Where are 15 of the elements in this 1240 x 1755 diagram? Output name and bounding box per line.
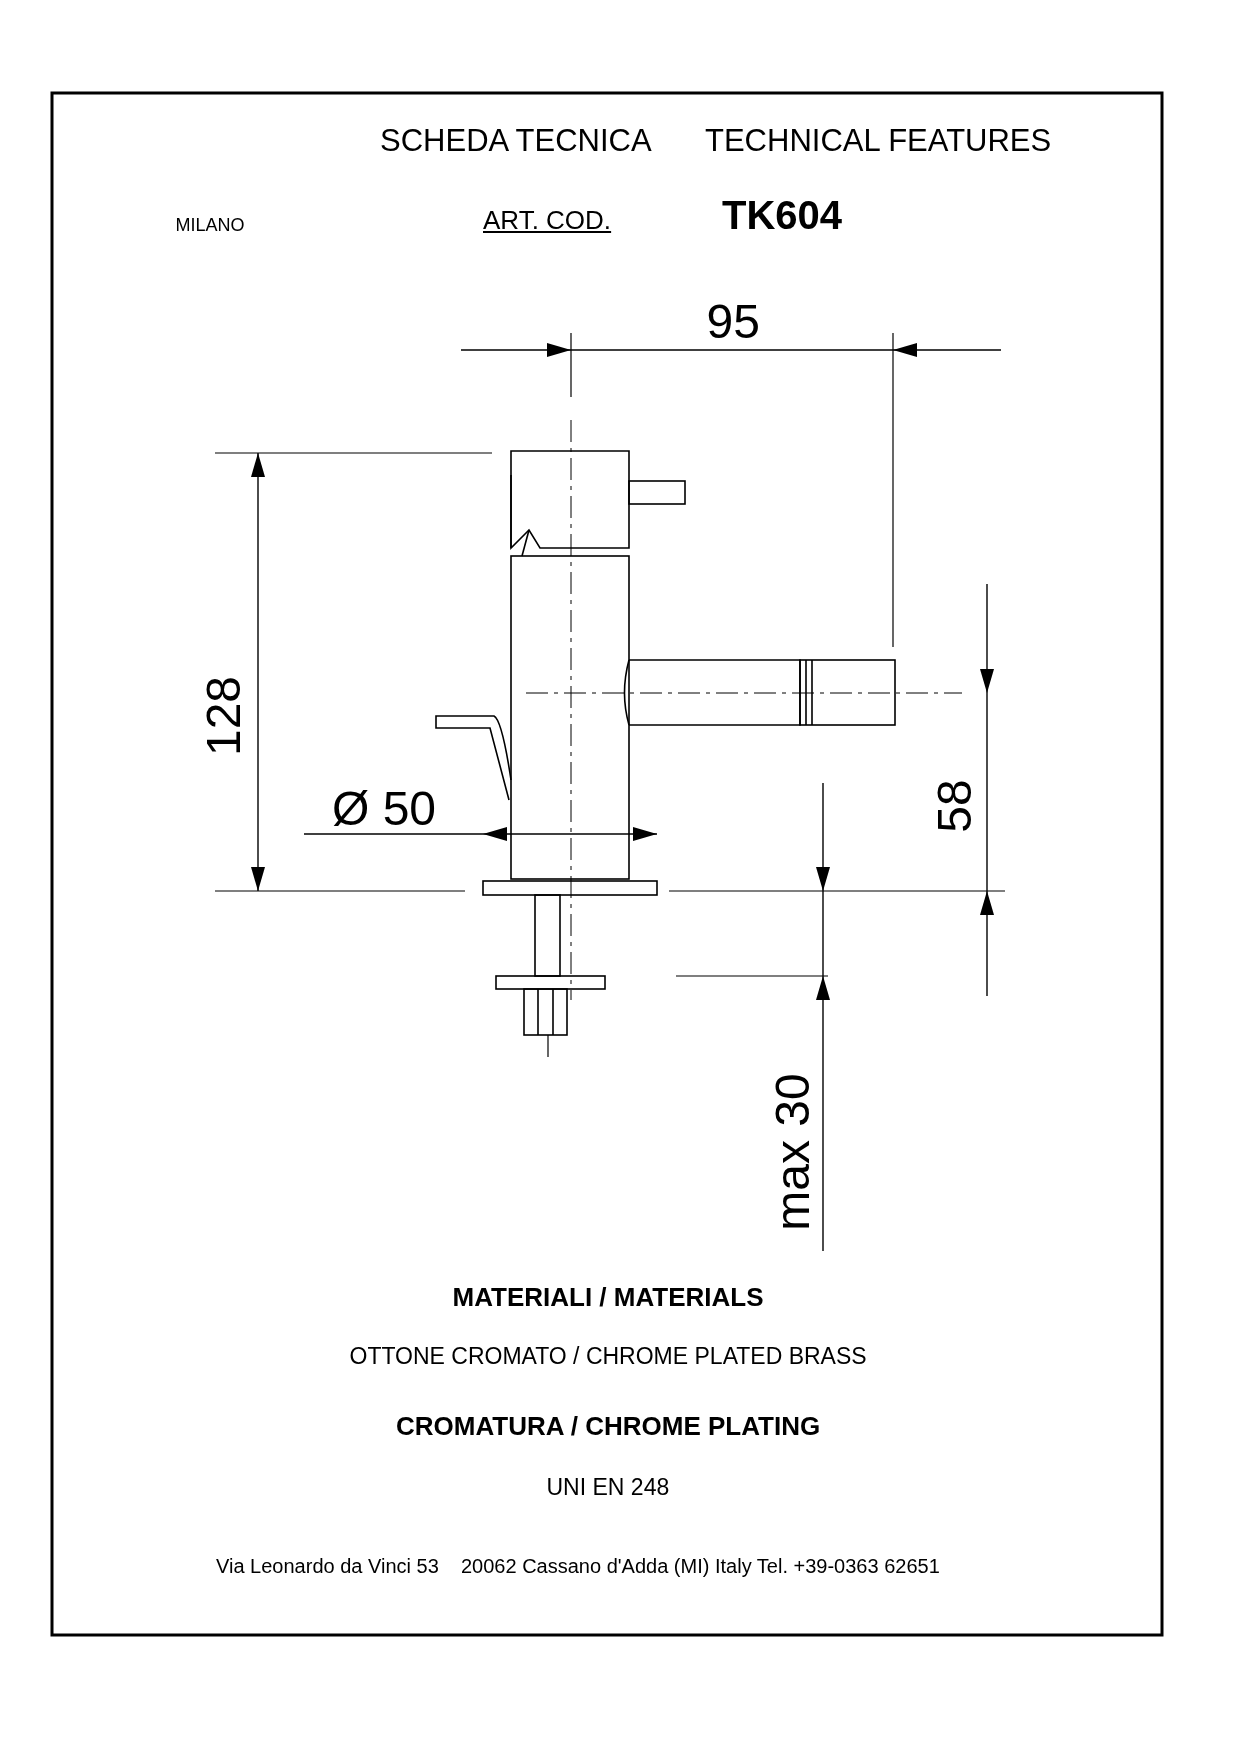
standard-text: UNI EN 248 xyxy=(546,1476,670,1499)
section-heading: MATERIALI / MATERIALS xyxy=(452,1284,764,1310)
materials-text: OTTONE CROMATO / CHROME PLATED BRASS xyxy=(349,1345,867,1368)
dimension-label: 128 xyxy=(200,675,249,757)
heading: SCHEDA TECNICA xyxy=(380,125,652,156)
article-code: TK604 xyxy=(722,195,843,235)
article-code-label: ART. COD. xyxy=(483,207,612,233)
address-text: Via Leonardo da Vinci 53 20062 Cassano d'Adda (MI) Italy Tel. +39-0363 62651 xyxy=(216,1556,940,1576)
heading: TECHNICAL FEATURES xyxy=(705,125,1052,156)
dimension-label: Ø 50 xyxy=(332,785,437,833)
section-heading: CROMATURA / CHROME PLATING xyxy=(396,1413,821,1439)
dimension-label: 58 xyxy=(930,779,979,833)
city-label: MILANO xyxy=(175,216,245,234)
dimension-label: 95 xyxy=(706,298,760,346)
dimension-label: max 30 xyxy=(768,1073,817,1231)
